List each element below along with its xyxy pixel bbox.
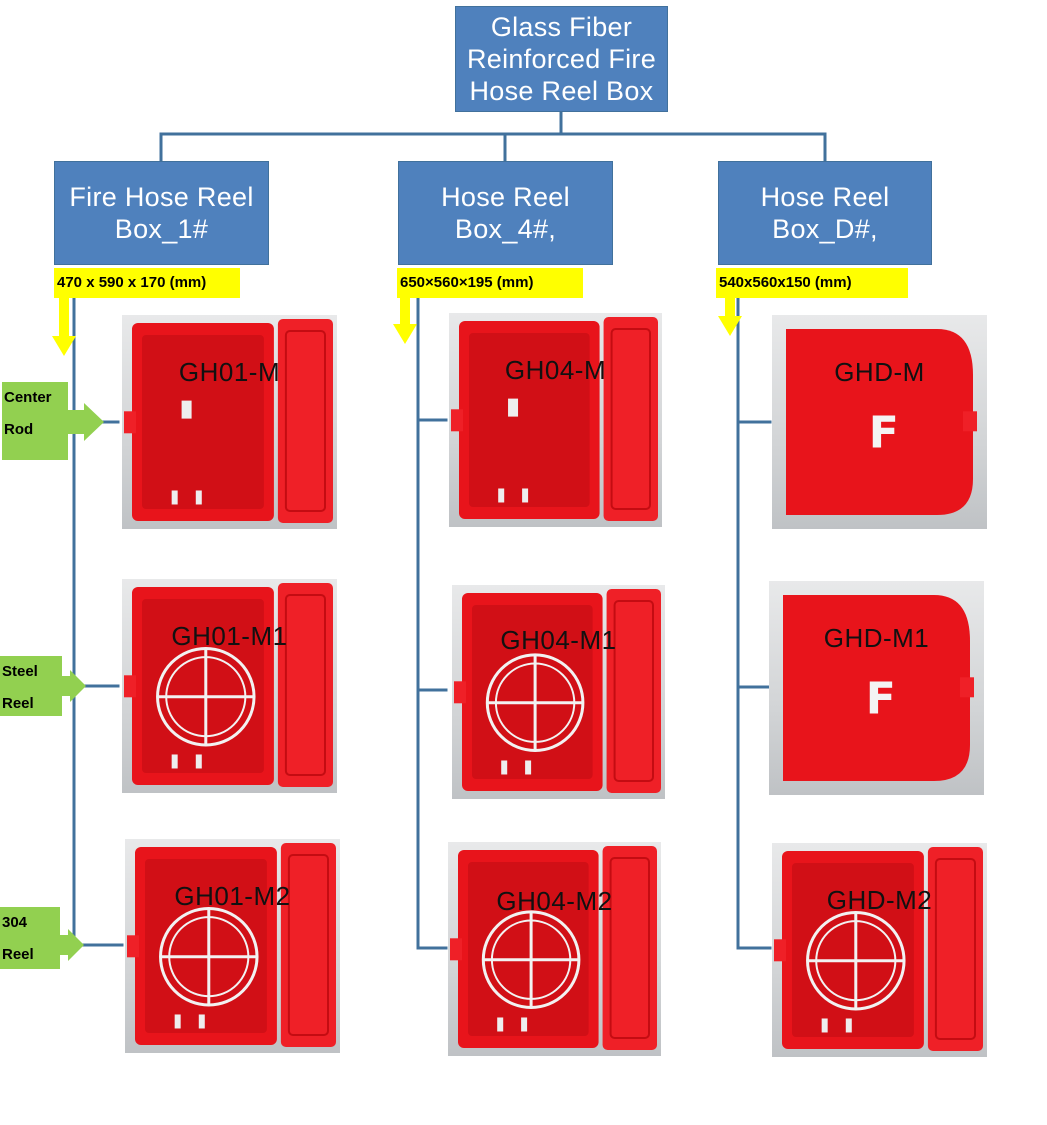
door-panel	[610, 328, 651, 510]
model-label: GHD-M	[834, 357, 925, 387]
cabinet-illustration	[451, 317, 658, 521]
cabinet-illustration	[124, 319, 333, 523]
model-label: GH04-M	[504, 355, 607, 385]
latch	[127, 935, 139, 958]
clip	[195, 490, 202, 505]
cabinet-door	[277, 319, 333, 523]
cabinet-door	[603, 317, 658, 521]
door-letter: F	[866, 674, 896, 725]
clip	[171, 754, 178, 769]
photo-gh04-m2: GH04-M2	[448, 842, 661, 1056]
latch	[451, 409, 463, 432]
column-3-dimensions: 540x560x150 (mm)	[716, 268, 908, 298]
model-label: GH04-M2	[496, 886, 613, 916]
photo-gh04-m: GH04-M	[449, 313, 662, 527]
center-rod-icon	[181, 400, 192, 419]
column-2-dimensions: 650×560×195 (mm)	[397, 268, 583, 298]
cabinet-door	[280, 843, 336, 1047]
clip	[497, 1017, 504, 1032]
latch	[963, 411, 977, 432]
clip	[498, 488, 505, 503]
cabinet-interior	[469, 333, 590, 507]
column-3-header: Hose Reel Box_D#,	[718, 161, 932, 265]
door-panel	[284, 330, 326, 512]
clip	[198, 1014, 205, 1029]
model-label: GH01-M2	[174, 881, 291, 911]
column-1-header: Fire Hose Reel Box_1#	[54, 161, 269, 265]
latch	[124, 411, 136, 434]
clip	[174, 1014, 181, 1029]
col2-down-arrow	[393, 296, 417, 344]
model-label: GH04-M1	[500, 625, 617, 655]
column-1-dimensions: 470 x 590 x 170 (mm)	[54, 268, 240, 298]
clip	[522, 488, 529, 503]
cabinet-illustration	[450, 846, 657, 1050]
clip	[845, 1018, 852, 1033]
cabinet-illustration	[454, 589, 661, 793]
cabinet-interior	[142, 335, 264, 509]
cabinet-illustration: F	[783, 595, 974, 781]
cabinet-door	[927, 847, 983, 1051]
latch	[454, 681, 466, 704]
cabinet-door	[606, 589, 661, 793]
photo-gh01-m2: GH01-M2	[125, 839, 340, 1053]
title-box: Glass Fiber Reinforced Fire Hose Reel Bo…	[455, 6, 668, 112]
cabinet-illustration	[124, 583, 333, 787]
door-panel	[609, 857, 650, 1039]
cabinet-door	[602, 846, 657, 1050]
latch	[450, 938, 462, 961]
door-panel	[287, 854, 329, 1036]
cabinet-door	[277, 583, 333, 787]
center-rod-icon	[508, 398, 519, 417]
clip	[195, 754, 202, 769]
door-letter: F	[869, 408, 899, 459]
cabinet-illustration	[774, 847, 983, 1051]
clip	[501, 760, 508, 775]
latch	[124, 675, 136, 698]
photo-ghd-m: F GHD-M	[772, 315, 987, 529]
clip	[521, 1017, 528, 1032]
door-panel	[934, 858, 976, 1040]
door-panel	[613, 600, 654, 782]
cabinet-door	[786, 329, 973, 515]
cabinet-door	[783, 595, 970, 781]
clip	[525, 760, 532, 775]
model-label: GHD-M1	[823, 623, 930, 653]
photo-ghd-m2: GHD-M2	[772, 843, 987, 1057]
clip	[821, 1018, 828, 1033]
photo-ghd-m1: F GHD-M1	[769, 581, 984, 795]
col1-down-arrow	[52, 296, 76, 356]
row-label-center-rod: Center Rod	[2, 382, 68, 460]
photo-gh01-m1: GH01-M1	[122, 579, 337, 793]
cabinet-illustration: F	[786, 329, 977, 515]
photo-gh04-m1: GH04-M1	[452, 585, 665, 799]
col3-down-arrow	[718, 296, 742, 336]
latch	[774, 939, 786, 962]
model-label: GH01-M	[178, 357, 281, 387]
column-2-header: Hose Reel Box_4#,	[398, 161, 613, 265]
row-label-steel-reel: Steel Reel	[0, 656, 62, 716]
row-label-304-reel: 304 Reel	[0, 907, 60, 969]
photo-gh01-m: GH01-M	[122, 315, 337, 529]
latch	[960, 677, 974, 698]
model-label: GHD-M2	[826, 885, 933, 915]
cabinet-illustration	[127, 843, 336, 1047]
clip	[171, 490, 178, 505]
model-label: GH01-M1	[171, 621, 288, 651]
door-panel	[284, 594, 326, 776]
